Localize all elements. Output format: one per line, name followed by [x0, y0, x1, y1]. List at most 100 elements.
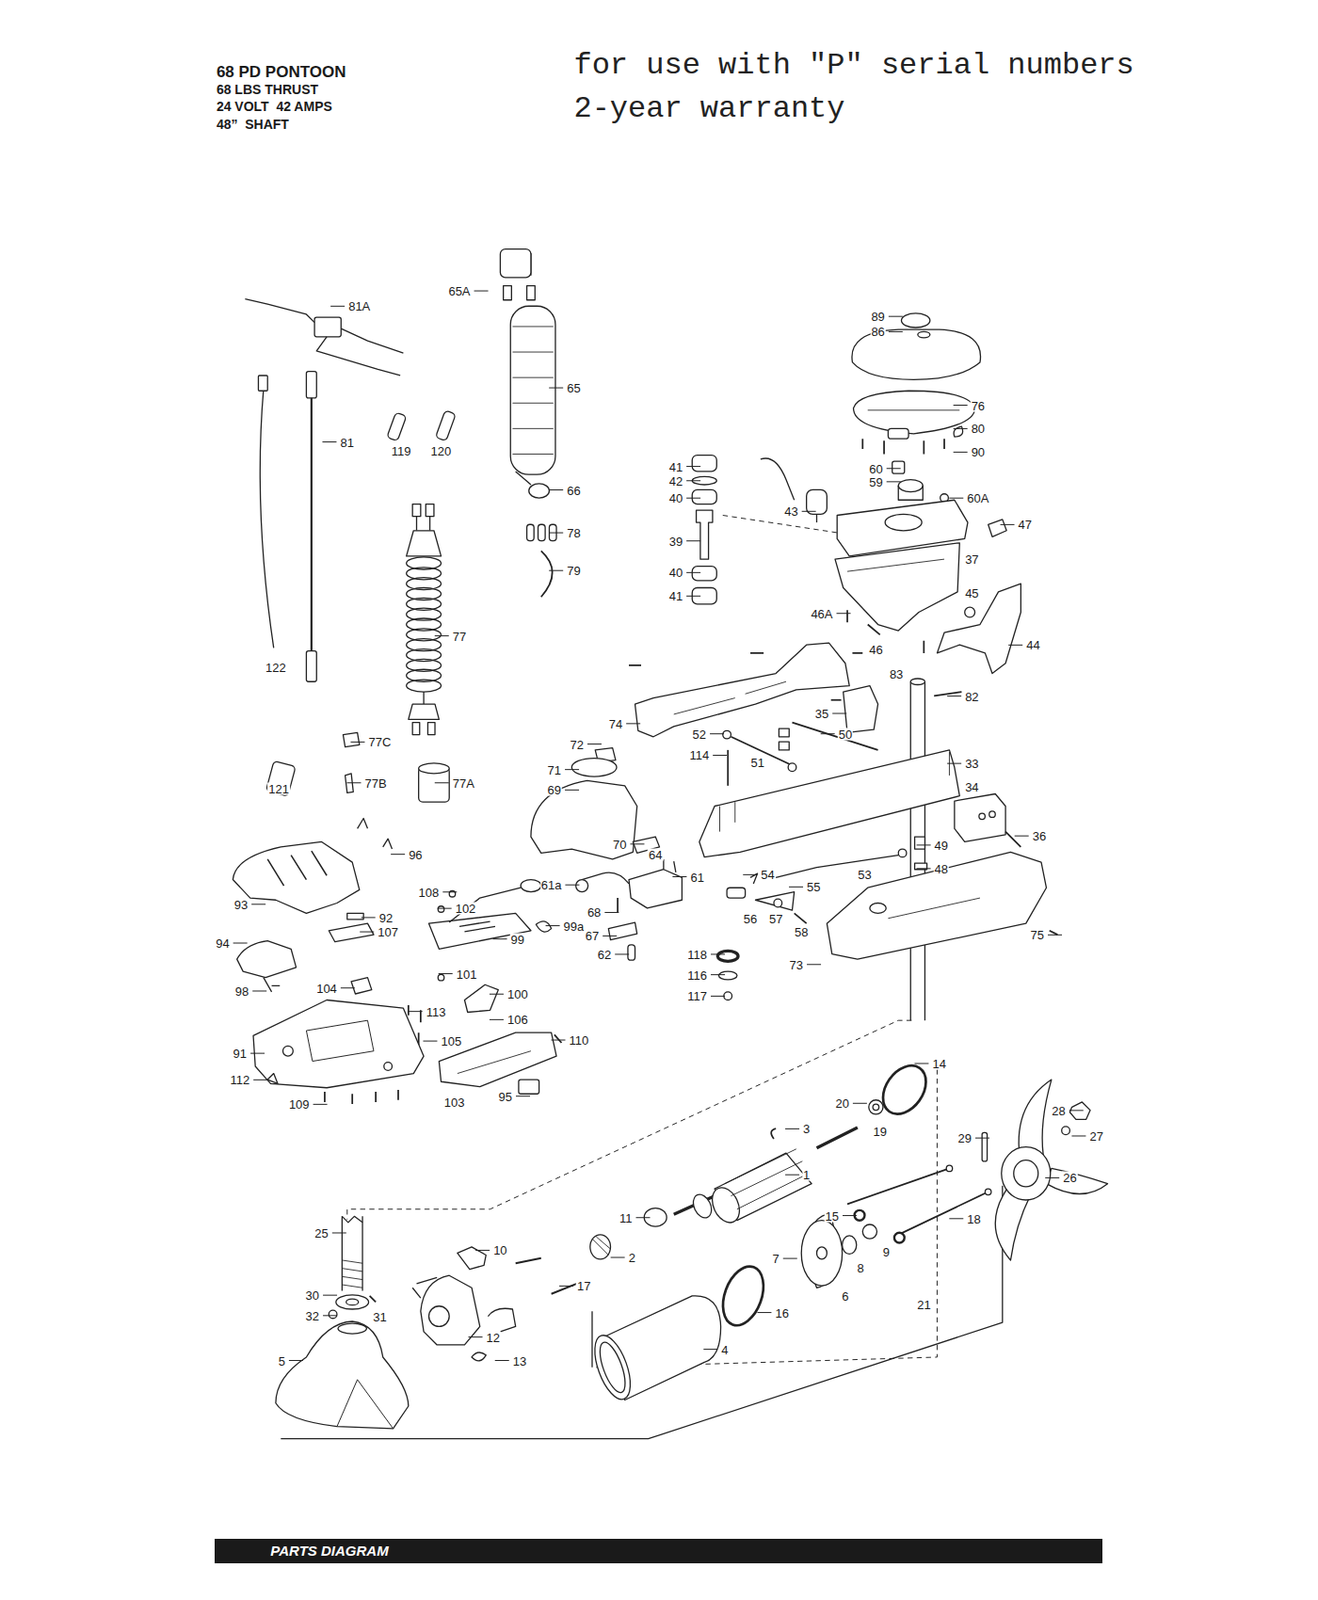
leader-line	[1014, 835, 1029, 837]
callout-number: 54	[759, 868, 775, 882]
leader-line	[350, 741, 365, 743]
leader-line	[916, 867, 932, 869]
callout-number: 77	[451, 629, 467, 643]
leader-line	[475, 1250, 490, 1252]
leader-line	[564, 769, 579, 771]
leader-line	[703, 1349, 718, 1351]
callout-number: 110	[567, 1034, 590, 1047]
callout-number: 107	[376, 926, 400, 939]
leader-line	[442, 891, 457, 893]
leader-line	[1044, 1177, 1060, 1179]
leader-line	[783, 1258, 798, 1260]
callout-number: 33	[964, 757, 980, 771]
leader-line	[802, 511, 817, 513]
leader-line	[548, 532, 563, 534]
callout-number: 122	[264, 661, 288, 675]
callout-number: 100	[506, 988, 530, 1001]
callout-number: 1	[802, 1169, 811, 1182]
callout-number: 5	[277, 1354, 287, 1367]
leader-line	[390, 853, 405, 855]
callout-number: 21	[916, 1298, 932, 1311]
callout-number: 77B	[363, 776, 387, 789]
leader-line	[712, 755, 727, 756]
callout-number: 108	[417, 885, 441, 899]
leader-line	[888, 316, 903, 318]
leader-line	[806, 964, 821, 965]
leader-line	[321, 441, 337, 443]
callout-number: 98	[234, 984, 250, 997]
callout-number: 75	[1029, 929, 1045, 942]
leader-line	[359, 932, 374, 933]
callout-number: 71	[546, 763, 563, 776]
callout-number: 113	[425, 1005, 448, 1018]
callout-number: 119	[390, 445, 413, 458]
leader-line	[710, 953, 725, 955]
callout-number: 81A	[347, 300, 371, 313]
leader-line	[785, 1128, 800, 1130]
callout-number: 81	[338, 435, 354, 449]
leader-line	[251, 903, 266, 905]
leader-line	[422, 1041, 437, 1043]
callout-number: 49	[933, 838, 949, 852]
leader-line	[710, 974, 725, 976]
callout-number: 59	[867, 475, 884, 488]
leader-line	[953, 404, 968, 406]
leader-line	[1000, 524, 1015, 526]
leader-line	[686, 572, 701, 574]
leader-line	[340, 987, 355, 989]
title-bar: PARTS DIAGRAM	[214, 1539, 1103, 1564]
callout-number: 3	[802, 1123, 811, 1136]
leader-line	[614, 953, 629, 955]
callout-number: 61	[689, 870, 705, 884]
leader-line	[489, 1019, 504, 1021]
leader-line	[587, 743, 602, 745]
callout-number: 26	[1061, 1172, 1077, 1185]
callout-number: 13	[512, 1354, 528, 1367]
callout-number: 99	[510, 932, 526, 946]
leader-line	[953, 451, 968, 453]
bar-label: PARTS DIAGRAM	[270, 1543, 388, 1560]
callout-number: 44	[1025, 639, 1041, 652]
callout-number: 46	[867, 642, 884, 656]
callout-number: 106	[506, 1013, 530, 1027]
leader-line	[1071, 1135, 1086, 1137]
leader-line	[948, 498, 964, 499]
callout-number: 14	[931, 1057, 947, 1070]
leader-line	[1008, 644, 1023, 646]
callout-number: 42	[668, 474, 684, 487]
callout-number: 51	[749, 756, 765, 770]
leader-line	[434, 782, 450, 784]
callout-number: 7	[771, 1253, 781, 1266]
leader-line	[289, 1360, 304, 1362]
callout-number: 50	[837, 727, 853, 740]
leader-line	[686, 595, 701, 597]
callout-number: 80	[970, 422, 986, 435]
callout-number: 64	[647, 848, 663, 861]
callout-number: 55	[805, 881, 821, 894]
leader-line	[468, 1336, 483, 1338]
callout-number: 30	[305, 1289, 321, 1302]
callout-number: 31	[371, 1310, 387, 1323]
callout-number: 112	[228, 1074, 251, 1087]
callout-number: 27	[1088, 1129, 1104, 1142]
leader-line	[322, 1315, 338, 1317]
leader-line	[672, 876, 687, 878]
leader-line	[742, 874, 757, 876]
leader-line	[947, 763, 962, 765]
callout-number: 79	[565, 564, 581, 578]
callout-number: 61a	[540, 879, 563, 892]
leader-line	[233, 943, 248, 945]
callout-number: 73	[788, 958, 804, 971]
callout-number: 32	[305, 1309, 321, 1322]
leader-line	[756, 1312, 772, 1314]
callout-number: 8	[856, 1261, 866, 1274]
callout-number: 69	[546, 784, 563, 797]
leader-line	[559, 1285, 574, 1287]
callout-number: 9	[882, 1245, 891, 1258]
callout-number: 114	[688, 749, 710, 762]
callout-number: 92	[378, 911, 394, 924]
leader-line	[322, 1295, 338, 1297]
leader-line	[548, 489, 563, 491]
